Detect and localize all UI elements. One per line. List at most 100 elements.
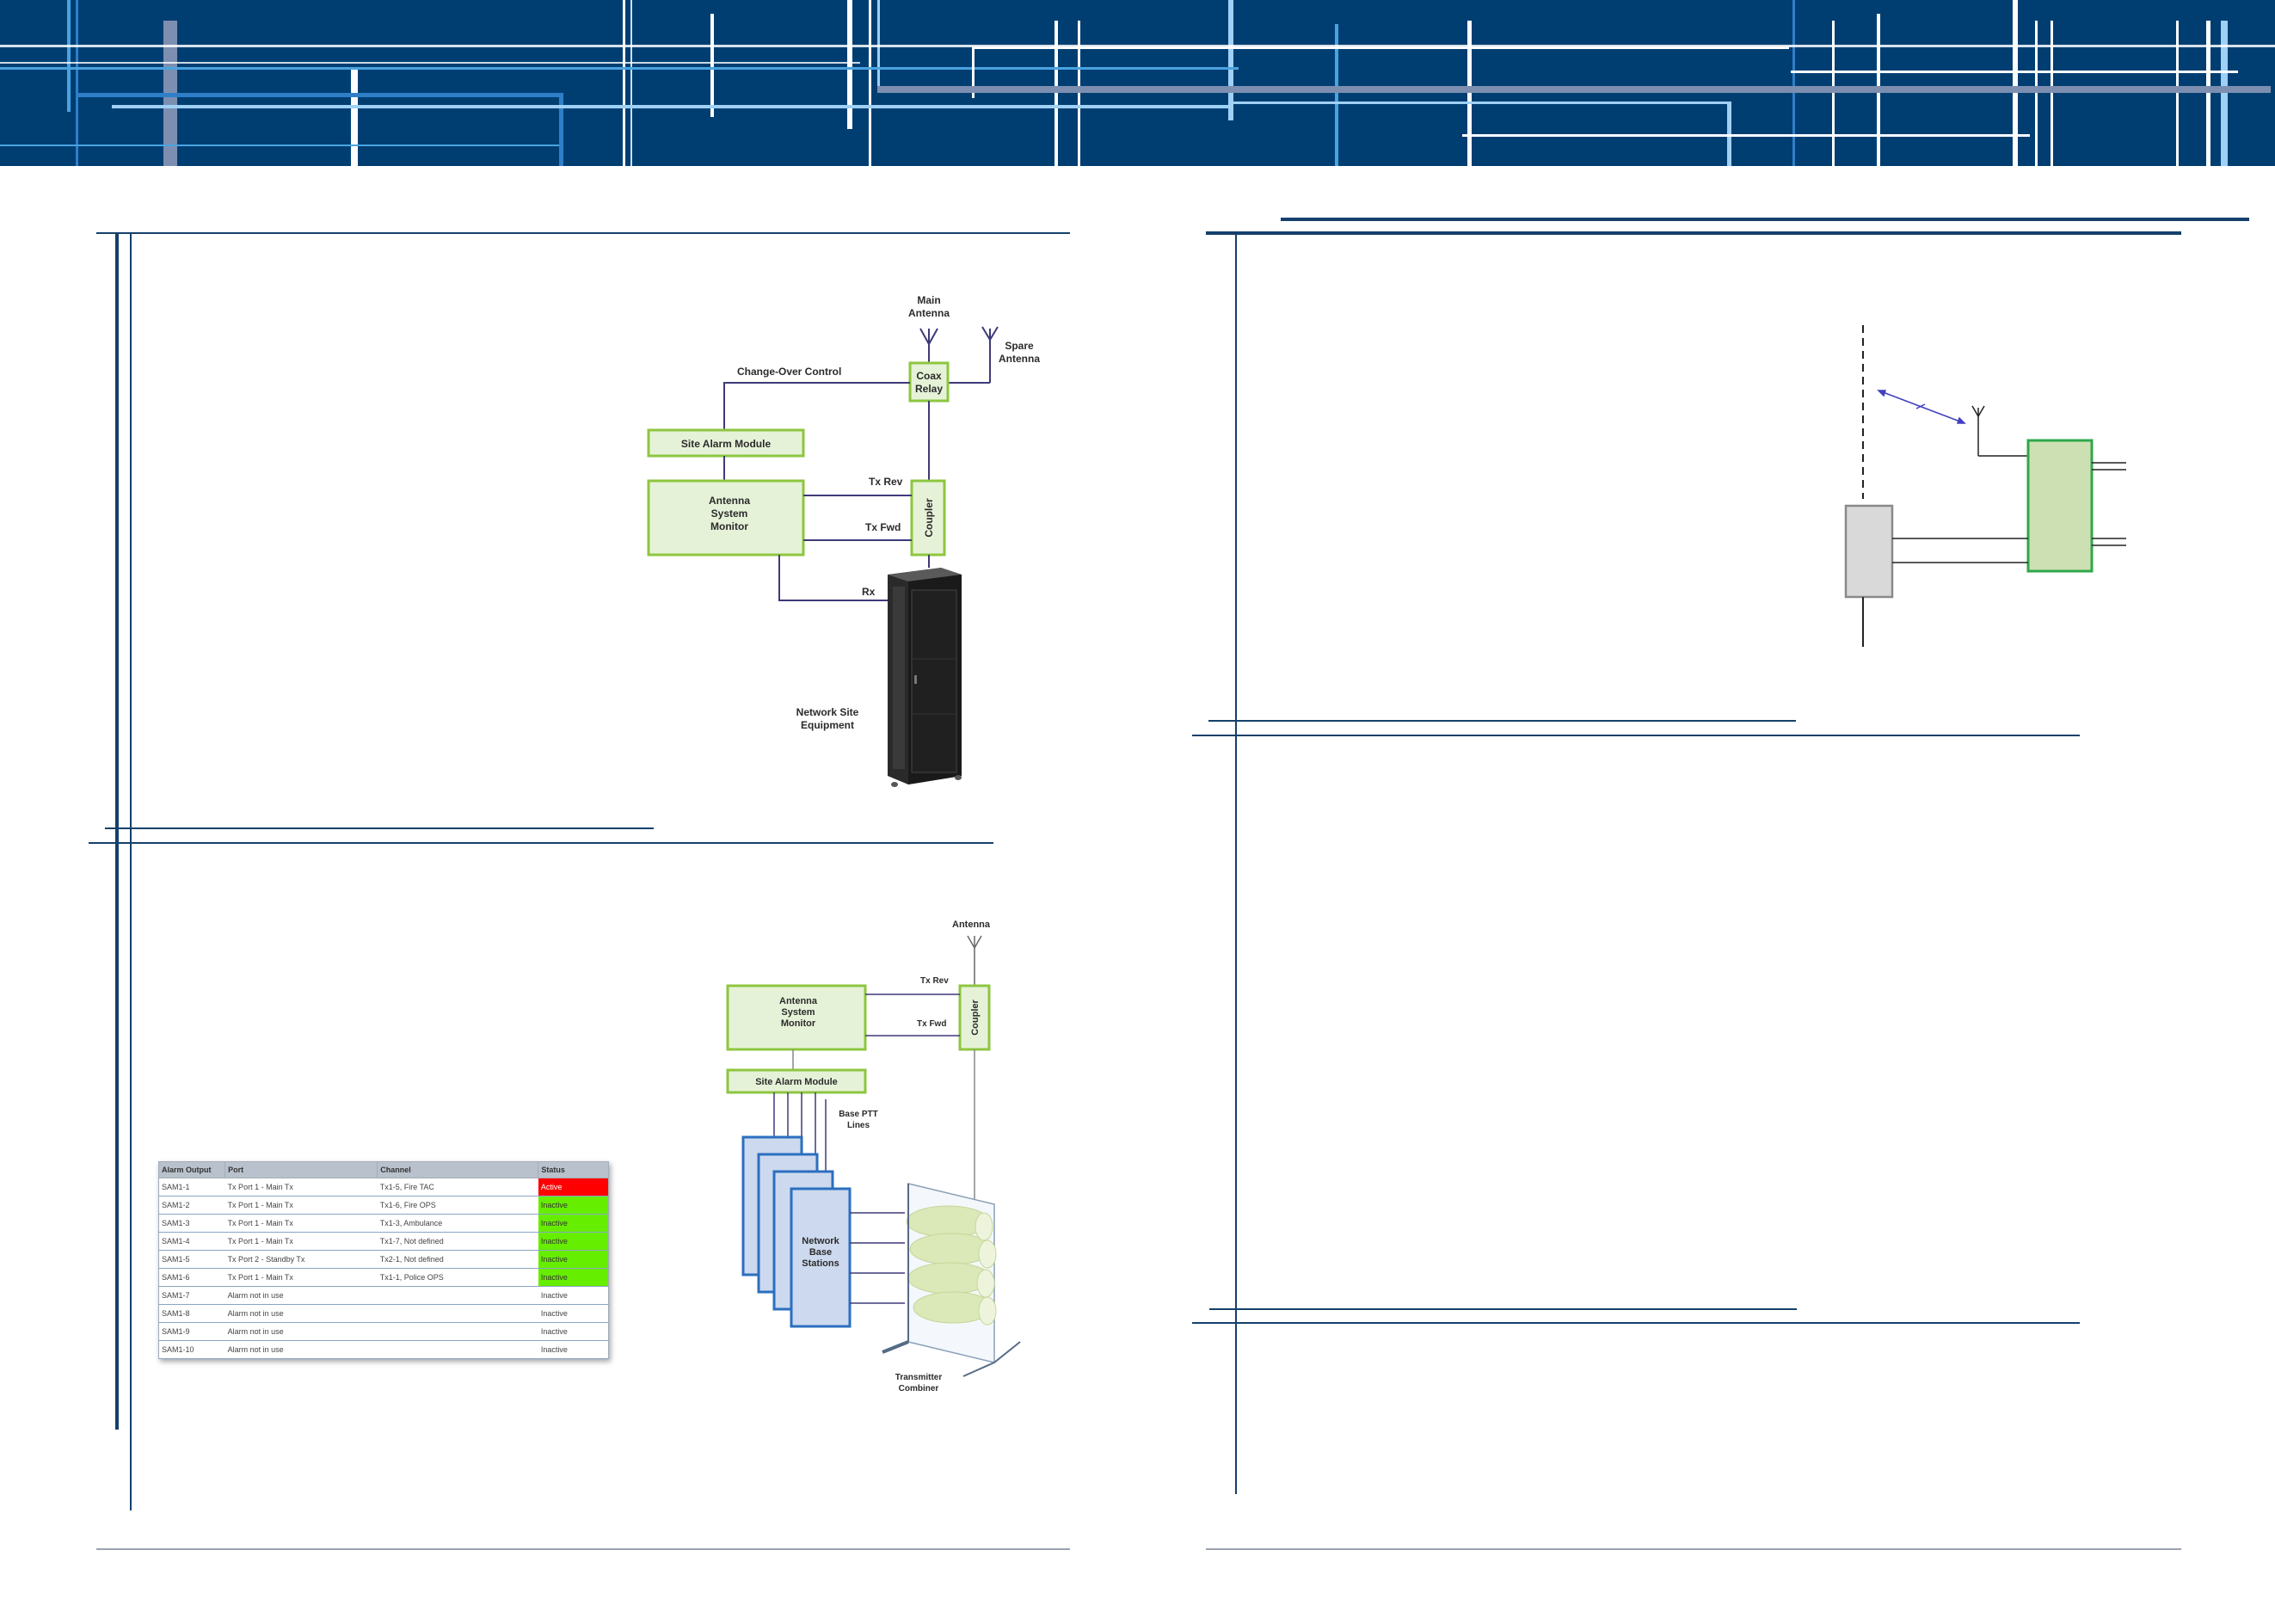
- alarm-output-cell: SAM1-8: [157, 1304, 225, 1323]
- port-cell: Tx Port 1 - Main Tx: [224, 1214, 378, 1233]
- coupler-label: Coupler: [923, 498, 935, 538]
- port-cell: Alarm not in use: [224, 1340, 378, 1359]
- section-rule: [1281, 218, 2249, 221]
- status-cell: Inactive: [538, 1286, 609, 1305]
- channel-cell: [377, 1340, 538, 1359]
- channel-cell: Tx1-7, Not defined: [377, 1232, 538, 1251]
- header-banner: [0, 0, 2275, 166]
- alarm-output-cell: SAM1-6: [157, 1268, 225, 1287]
- channel-cell: [377, 1304, 538, 1323]
- section-rule: [105, 827, 654, 829]
- channel-cell: [377, 1322, 538, 1341]
- column-header: Alarm Output: [157, 1161, 226, 1178]
- status-cell: Inactive: [538, 1214, 609, 1233]
- channel-cell: [377, 1286, 538, 1305]
- section-rule: [1209, 1308, 1797, 1310]
- section-rule: [89, 842, 993, 844]
- green-unit-box: [2026, 439, 2094, 573]
- section-rule: [1192, 735, 2080, 736]
- port-cell: Tx Port 1 - Main Tx: [224, 1268, 378, 1287]
- channel-cell: Tx1-3, Ambulance: [377, 1214, 538, 1233]
- tx-rev-label: Tx Rev: [869, 476, 903, 488]
- channel-cell: Tx1-1, Police OPS: [377, 1268, 538, 1287]
- section-rule: [1192, 1322, 2080, 1324]
- tx-fwd-label: Tx Fwd: [917, 1019, 946, 1029]
- table-header-row: Alarm Output Port Channel Status: [157, 1161, 609, 1178]
- site-alarm-module-label: Site Alarm Module: [755, 1077, 838, 1087]
- channel-cell: Tx2-1, Not defined: [377, 1250, 538, 1269]
- port-cell: Alarm not in use: [224, 1304, 378, 1323]
- antenna-system-monitor-box: [726, 984, 867, 1051]
- change-over-control-label: Change-Over Control: [737, 366, 841, 378]
- change-over-control-line: [723, 382, 910, 430]
- site-alarm-module-box: [726, 1068, 867, 1094]
- spare-antenna-icon: [948, 326, 999, 384]
- margin-rule: [115, 234, 119, 1430]
- column-header: Channel: [377, 1161, 539, 1178]
- alarm-output-cell: SAM1-2: [157, 1196, 225, 1215]
- alarm-output-cell: SAM1-3: [157, 1214, 225, 1233]
- main-antenna-icon: [919, 328, 938, 363]
- port-cell: Tx Port 1 - Main Tx: [224, 1178, 378, 1196]
- rx-label: Rx: [862, 586, 876, 598]
- footer-rule: [96, 1548, 1070, 1550]
- network-site-rack-image: [888, 568, 962, 787]
- port-cell: Tx Port 2 - Standby Tx: [224, 1250, 378, 1269]
- alarm-output-cell: SAM1-4: [157, 1232, 225, 1251]
- antenna-icon: [1971, 405, 2028, 457]
- section-rule: [1206, 231, 2181, 235]
- status-cell: Inactive: [538, 1340, 609, 1359]
- port-cell: Alarm not in use: [224, 1322, 378, 1341]
- section-rule: [96, 232, 1070, 234]
- column-header: Status: [538, 1161, 609, 1178]
- column-header: Port: [224, 1161, 378, 1178]
- status-cell: Inactive: [538, 1322, 609, 1341]
- port-cell: Alarm not in use: [224, 1286, 378, 1305]
- alarm-output-cell: SAM1-1: [157, 1178, 225, 1196]
- channel-cell: Tx1-5, Fire TAC: [377, 1178, 538, 1196]
- antenna-label: Antenna: [952, 920, 991, 930]
- radio-link-arrow: [1877, 390, 1966, 424]
- channel-cell: Tx1-6, Fire OPS: [377, 1196, 538, 1215]
- rx-line: [778, 555, 888, 601]
- transmitter-combiner-image: [882, 1183, 1021, 1377]
- alarm-output-cell: SAM1-10: [157, 1340, 225, 1359]
- site-alarm-module-box: [647, 428, 805, 458]
- alarm-output-cell: SAM1-9: [157, 1322, 225, 1341]
- margin-rule: [130, 234, 132, 1510]
- antenna-icon: [967, 935, 982, 986]
- status-cell: Inactive: [538, 1304, 609, 1323]
- status-cell: Active: [538, 1178, 609, 1196]
- coax-relay-box: [908, 361, 950, 403]
- grey-unit-box: [1844, 504, 1894, 599]
- network-base-stations: [741, 1135, 852, 1328]
- coupler-label: Coupler: [970, 1000, 981, 1036]
- site-alarm-module-label: Site Alarm Module: [681, 438, 772, 450]
- status-cell: Inactive: [538, 1196, 609, 1215]
- tx-fwd-label: Tx Fwd: [865, 521, 901, 533]
- section-rule: [1208, 720, 1796, 722]
- status-cell: Inactive: [538, 1250, 609, 1269]
- footer-rule: [1206, 1548, 2181, 1550]
- margin-rule: [1235, 235, 1237, 1494]
- port-cell: Tx Port 1 - Main Tx: [224, 1196, 378, 1215]
- right-schematic-diagram: [1844, 325, 2126, 647]
